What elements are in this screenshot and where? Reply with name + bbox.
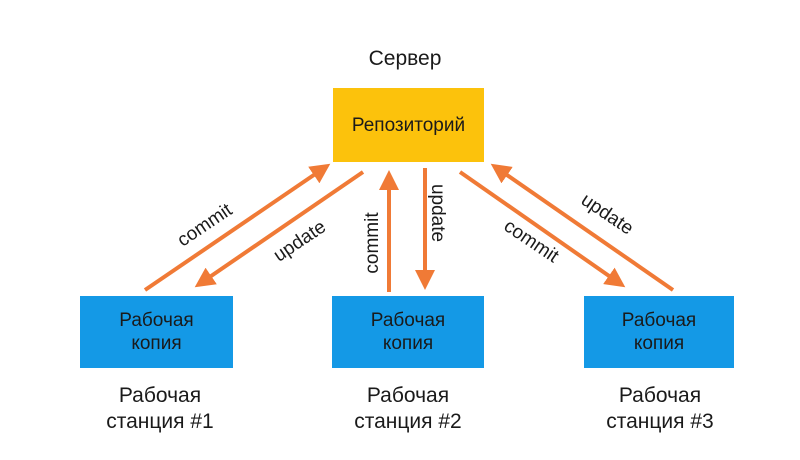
working-copy-1: Рабочая копия [80, 296, 233, 368]
working-copy-3: Рабочая копия [584, 296, 734, 368]
workstation-1-caption: Рабочая станция #1 [90, 383, 230, 435]
workstation-3-caption: Рабочая станция #3 [590, 383, 730, 435]
workstation-1-caption-line2: станция #1 [106, 410, 214, 433]
commit-arrow-1 [143, 163, 331, 292]
workstation-2-caption-line2: станция #2 [354, 410, 462, 433]
working-copy-2-line2: копия [382, 333, 434, 354]
update-arrow-3 [490, 163, 675, 292]
update-label-2: update [427, 184, 448, 242]
workstation-2-caption: Рабочая станция #2 [338, 383, 478, 435]
workstation-3-caption-line1: Рабочая [618, 384, 702, 407]
working-copy-1-line2: копия [131, 333, 182, 354]
workstation-3-caption-line2: станция #3 [606, 410, 714, 433]
working-copy-3-line1: Рабочая [621, 310, 697, 331]
server-caption: Сервер [368, 47, 442, 70]
commit-arrow-3 [458, 170, 626, 288]
update-label-1: update [270, 216, 330, 266]
working-copy-2-line1: Рабочая [370, 310, 446, 331]
workstation-2-caption-line1: Рабочая [366, 384, 450, 407]
repository-box: Репозиторий [333, 88, 484, 162]
update-arrow-1 [194, 170, 365, 288]
working-copy-1-line1: Рабочая [119, 310, 194, 331]
commit-label-1: commit [174, 199, 237, 251]
workstation-1-caption-line1: Рабочая [118, 384, 202, 407]
repository-label: Репозиторий [351, 114, 466, 136]
working-copy-2: Рабочая копия [332, 296, 484, 368]
working-copy-3-line2: копия [633, 333, 685, 354]
commit-label-2: commit [362, 212, 383, 274]
